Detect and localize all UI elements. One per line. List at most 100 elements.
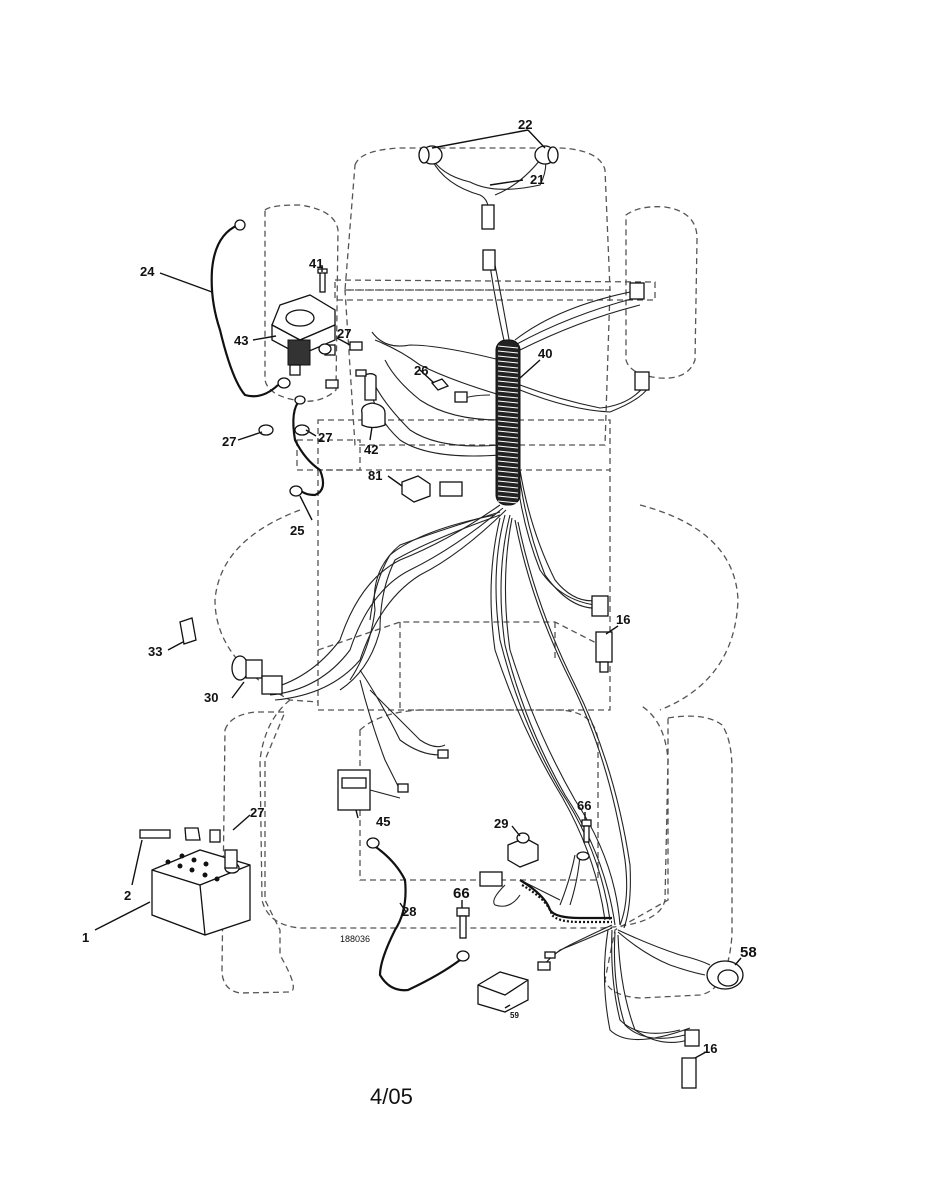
ignition-switch [231,655,283,695]
conduit-ring [497,425,519,429]
connector-26 [430,378,468,403]
headlight-assembly [418,145,559,271]
callout-27-right: 27 [318,430,332,445]
callout-1: 1 [82,930,89,945]
callout-81: 81 [368,468,382,483]
conduit-ring [497,440,519,444]
conduit-ring [497,475,519,479]
callout-33: 33 [148,644,162,659]
headlight-left [418,145,443,165]
callout-24: 24 [140,264,155,279]
conduit-ring [497,400,519,404]
alarm-58 [706,960,744,990]
module-59 [477,971,529,1013]
screw-66-upper [576,819,592,861]
conduit-ring [497,465,519,469]
conduit-ring [497,410,519,414]
tractor-outline [214,147,739,999]
washer-27 [258,341,363,436]
conduit-ring [497,360,519,364]
conduit-ring [497,485,519,489]
relay-29 [507,832,539,868]
connector-rear-b [544,951,556,959]
battery [151,849,251,936]
callout-41: 41 [309,256,323,271]
harness-conduit [495,339,521,506]
connector-rear-a [537,961,551,971]
headlight-plug [481,204,495,230]
conduit-ring [497,415,519,419]
conduit-ring [497,470,519,474]
conduit-ring [497,460,519,464]
callout-28: 28 [402,904,416,919]
callout-26: 26 [414,363,428,378]
connector-front-left [437,749,449,759]
connector-29-plug [479,871,503,887]
switch-16-lower [681,1029,700,1089]
conduit-ring [497,500,519,504]
callout-16-upper: 16 [616,612,630,627]
conduit-ring [497,450,519,454]
callout-58: 58 [740,944,757,961]
connector-right-top [629,282,645,300]
conduit-ring [497,495,519,499]
callout-labels: 1 2 27 22 21 24 41 43 27 27 27 26 40 42 … [82,117,757,1056]
drawing-number: 188036 [340,934,370,944]
conduit-ring [497,350,519,354]
main-harness [264,154,711,1043]
connector-right-mid [634,371,650,391]
conduit-ring [497,385,519,389]
hour-meter [337,769,401,811]
conduit-ring [497,355,519,359]
conduit-ring [497,370,519,374]
callout-66-upper: 66 [577,798,591,813]
callout-40: 40 [538,346,552,361]
conduit-ring [497,395,519,399]
ignition-key [179,617,197,645]
relay-81 [401,475,463,503]
callout-2: 2 [124,888,131,903]
cable-24 [210,223,279,398]
cable-25 [292,399,325,497]
conduit-ring [497,445,519,449]
callout-27-solenoid: 27 [337,326,351,341]
callout-25: 25 [290,523,304,538]
callout-43: 43 [234,333,248,348]
solenoid-bolt [317,268,328,293]
conduit-ring [497,345,519,349]
callout-45: 45 [376,814,390,829]
conduit-ring [497,430,519,434]
conduit-ring [497,390,519,394]
headlight-right [534,145,559,165]
callout-29: 29 [494,816,508,831]
callout-42: 42 [364,442,378,457]
callout-21: 21 [530,172,544,187]
conduit-ring [497,380,519,384]
battery-bolt [139,827,221,843]
rear-conduit [519,879,612,924]
fuse-holder [325,369,386,429]
screw-66-lower [456,907,470,939]
conduit-ring [497,480,519,484]
conduit-ring [497,375,519,379]
headlight-socket [482,249,496,271]
callout-27-left: 27 [222,434,236,449]
callout-66-lower: 66 [453,885,470,902]
page-footer-date: 4/05 [370,1084,413,1109]
cable-28 [372,844,461,992]
conduit-ring [497,490,519,494]
switch-16-upper [595,631,613,673]
callout-30: 30 [204,690,218,705]
connector-front-mid [397,783,409,793]
callout-22: 22 [518,117,532,132]
callout-27-battery: 27 [250,805,264,820]
starter-solenoid [271,294,336,376]
conduit-ring [497,365,519,369]
connector-16-plug [591,595,609,617]
conduit-ring [497,455,519,459]
callout-59: 59 [510,1011,519,1020]
conduit-ring [497,420,519,424]
leader-lines [94,129,742,1059]
conduit-ring [497,435,519,439]
callout-16-lower: 16 [703,1041,717,1056]
